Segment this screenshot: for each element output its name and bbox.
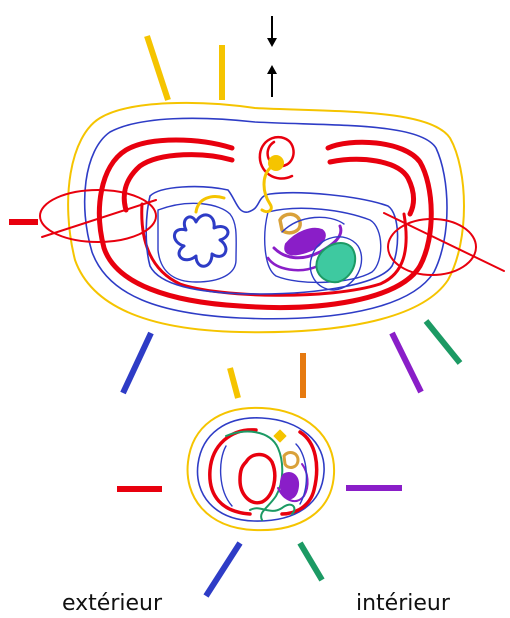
ray-green-lower-right (426, 321, 460, 363)
lower-red-inner (240, 455, 275, 503)
up-arrow-icon (267, 65, 277, 97)
interior-label: intérieur (356, 591, 450, 616)
orange-ring (280, 214, 300, 233)
green-organ (316, 243, 355, 282)
lower-orange-ring (284, 453, 298, 468)
inner-red-right (330, 159, 414, 214)
ray-yellow-lower (230, 368, 238, 398)
inner-red-left (124, 155, 232, 210)
ray-green-bottom-right (300, 543, 322, 580)
ray-blue-bottom-left (206, 543, 240, 596)
upper-cross-section (40, 103, 504, 332)
lower-yellow-diamond (274, 430, 286, 442)
lower-cross-section (188, 408, 335, 530)
down-arrow-icon (267, 16, 277, 47)
ray-yellow-left (147, 36, 168, 100)
outer-red-band-left (99, 140, 240, 306)
exterior-label: extérieur (62, 591, 162, 616)
blue-flower-gut (174, 215, 228, 266)
ray-purple-lower-right (392, 333, 421, 392)
ray-blue-lower-left (123, 333, 151, 393)
